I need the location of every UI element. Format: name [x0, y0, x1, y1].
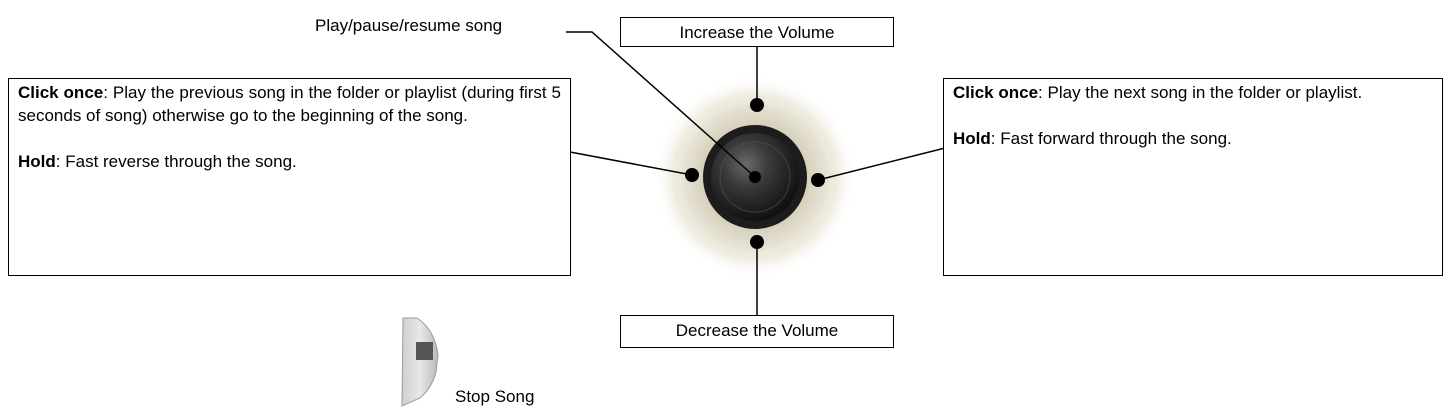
increase-volume-box: Increase the Volume — [620, 17, 894, 47]
previous-hold-desc: Hold: Fast reverse through the song. — [18, 150, 561, 173]
previous-hold-text: : Fast reverse through the song. — [55, 152, 297, 171]
previous-hold-label: Hold — [18, 152, 56, 171]
stop-button-icon — [401, 317, 439, 407]
next-hold-text: : Fast forward through the song. — [990, 129, 1232, 148]
stop-square[interactable] — [416, 342, 433, 360]
previous-line — [569, 151, 693, 176]
previous-song-box: Click once: Play the previous song in th… — [8, 78, 571, 276]
next-click-desc: Click once: Play the next song in the fo… — [953, 81, 1433, 104]
stop-song-label: Stop Song — [455, 387, 535, 406]
decrease-volume-box: Decrease the Volume — [620, 315, 894, 348]
previous-click-label: Click once — [18, 83, 104, 102]
next-song-box: Click once: Play the next song in the fo… — [943, 78, 1443, 276]
next-hold-desc: Hold: Fast forward through the song. — [953, 127, 1433, 150]
next-line — [817, 147, 946, 181]
play-pause-label: Play/pause/resume song — [315, 16, 503, 35]
previous-click-desc: Click once: Play the previous song in th… — [18, 81, 561, 127]
play-line — [566, 31, 756, 178]
next-click-text: : Play the next song in the folder or pl… — [1038, 83, 1363, 102]
next-click-label: Click once — [953, 83, 1039, 102]
next-hold-label: Hold — [953, 129, 991, 148]
previous-click-text: : Play the previous song in the folder o… — [18, 83, 561, 125]
